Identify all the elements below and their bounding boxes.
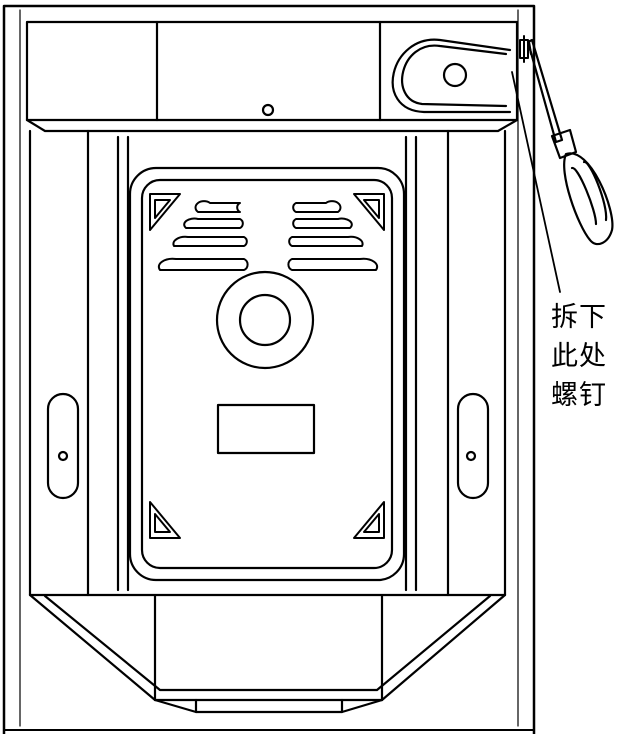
center-port	[215, 270, 315, 370]
hinge-latch	[391, 38, 512, 114]
side-handle-left	[46, 392, 80, 500]
cabinet-outline	[2, 4, 536, 734]
callout-line-2: 此处	[551, 341, 607, 372]
callout-label: 拆下 此处 螺钉	[551, 298, 615, 415]
callout-line-3: 螺钉	[551, 380, 607, 411]
callout-line-1: 拆下	[551, 302, 607, 333]
bottom-base	[28, 593, 507, 714]
vent-slots	[157, 200, 379, 271]
screw-icon	[519, 35, 529, 63]
top-bracket	[25, 20, 519, 133]
rear-cover-panel	[128, 166, 406, 582]
inner-frame	[28, 129, 507, 597]
screwdriver-icon	[526, 38, 614, 246]
side-handle-right	[456, 392, 490, 500]
bracket-hole	[261, 103, 275, 117]
label-plate	[216, 403, 316, 455]
corner-marks	[149, 193, 385, 539]
callout-leader	[511, 71, 561, 293]
